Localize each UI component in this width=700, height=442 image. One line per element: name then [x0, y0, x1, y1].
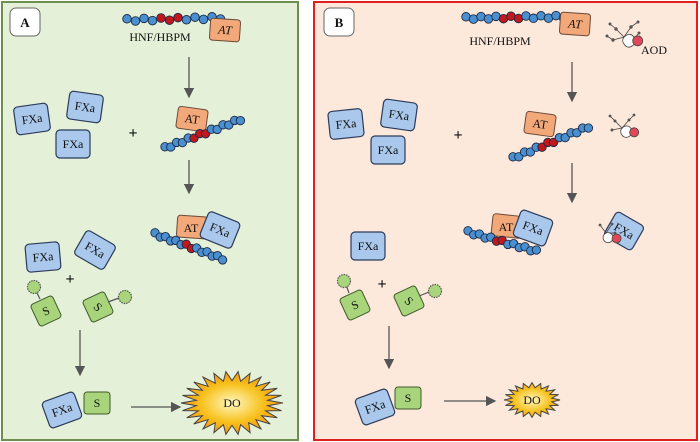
svg-text:FXa: FXa: [74, 99, 97, 116]
plus-a1: +: [128, 125, 137, 142]
aod-molecule-icon: [605, 20, 644, 48]
hnf-chain-b-complex: [508, 123, 594, 162]
svg-text:FXa: FXa: [358, 239, 379, 253]
pentasaccharide-bead: [164, 15, 175, 25]
at-block-a: AT: [208, 17, 242, 43]
fxa-block-a1: FXa: [13, 102, 51, 136]
saccharide-bead: [190, 12, 200, 22]
saccharide-bead: [531, 245, 542, 255]
fxa-block-b-ternary: FXa: [512, 209, 554, 247]
fxa-block-a5: FXa: [74, 230, 116, 270]
svg-text:FXa: FXa: [335, 116, 358, 132]
fxa-block-b3: FXa: [370, 135, 406, 165]
panel-a-badge-box: [9, 7, 41, 37]
chromophore-a2: [117, 289, 133, 305]
svg-text:FXa: FXa: [32, 249, 54, 265]
do-burst-a: [180, 370, 284, 436]
fxa-block-a-product: FXa: [41, 391, 83, 429]
substrate-b1: S: [339, 289, 371, 321]
fxa-block-b4: FXa: [350, 231, 386, 261]
saccharide-bead: [198, 14, 209, 25]
saccharide-bead: [235, 115, 246, 126]
saccharide-bead: [217, 255, 228, 265]
svg-text:S: S: [40, 303, 52, 319]
do-burst-b: [503, 381, 561, 419]
at-block-b-complex: AT: [523, 110, 557, 138]
saccharide-bead: [181, 15, 192, 25]
hnf-chain-a-complex: [160, 115, 246, 152]
pentasaccharide-bead: [173, 12, 183, 23]
panel-a-frame: [1, 1, 299, 441]
svg-text:AT: AT: [532, 116, 549, 132]
svg-text:FXa: FXa: [378, 143, 399, 157]
aod-label: AOD: [641, 43, 667, 57]
plus-b2: +: [377, 276, 386, 293]
aod-molecule-icon-2: [608, 113, 640, 138]
panel-a-badge: A: [20, 15, 30, 30]
substrate-a-product: S: [83, 391, 111, 415]
plus-b1: +: [453, 127, 462, 144]
substrate-a2: S: [82, 291, 114, 323]
at-label-b-ternary: AT: [499, 220, 514, 234]
svg-text:S: S: [94, 396, 101, 410]
do-label-a: DO: [223, 396, 241, 410]
saccharide-bead: [122, 14, 132, 24]
fxa-block-a3: FXa: [55, 129, 91, 159]
svg-text:AT: AT: [184, 111, 201, 127]
pentasaccharide-bead: [156, 13, 166, 23]
svg-text:FXa: FXa: [388, 107, 411, 124]
aod-bound-icon: [598, 222, 622, 244]
fxa-block-b1: FXa: [327, 108, 365, 140]
svg-text:FXa: FXa: [521, 218, 546, 238]
substrate-b2-link: [418, 291, 430, 297]
chromophore-b1: [336, 273, 352, 289]
hnf-chain-b-ternary: [463, 226, 542, 256]
substrate-a2-link: [107, 297, 120, 303]
chromophore-b2: [427, 283, 443, 299]
fxa-block-a2: FXa: [66, 90, 104, 124]
hnf-chain-a-ternary: [150, 228, 228, 265]
panel-a: A HNF/HBPM AT FXa FXa FXa + AT: [1, 1, 299, 441]
substrate-b-product: S: [394, 386, 422, 410]
at-label-a-ternary: AT: [184, 221, 199, 235]
svg-text:AT: AT: [217, 22, 234, 37]
fxa-block-b-product: FXa: [354, 388, 396, 426]
svg-text:S: S: [405, 391, 412, 405]
saccharide-bead: [139, 13, 149, 24]
plus-a2: +: [65, 271, 74, 288]
svg-text:FXa: FXa: [21, 111, 44, 128]
fxa-block-a4: FXa: [24, 241, 62, 273]
fxa-block-a-ternary: FXa: [199, 211, 241, 249]
fxa-block-b2: FXa: [380, 98, 418, 132]
svg-text:S: S: [349, 297, 361, 313]
hnf-label-a: HNF/HBPM: [129, 30, 191, 44]
svg-text:AT: AT: [567, 16, 584, 31]
panel-b-badge-box: [323, 7, 355, 37]
do-label-b: DO: [523, 393, 541, 407]
substrate-a1: S: [30, 295, 62, 327]
panel-b: B HNF/HBPM AT AOD: [313, 1, 698, 441]
saccharide-bead: [147, 15, 158, 26]
chromophore-a1: [26, 279, 42, 295]
at-block-b: AT: [558, 11, 592, 37]
at-block-a-complex: AT: [175, 105, 209, 133]
svg-text:FXa: FXa: [63, 137, 84, 151]
hnf-label-b: HNF/HBPM: [469, 34, 531, 48]
saccharide-bead: [130, 16, 141, 26]
svg-text:FXa: FXa: [50, 400, 75, 420]
svg-text:FXa: FXa: [363, 397, 388, 417]
panel-b-badge: B: [335, 15, 344, 30]
saccharide-bead: [583, 123, 594, 133]
